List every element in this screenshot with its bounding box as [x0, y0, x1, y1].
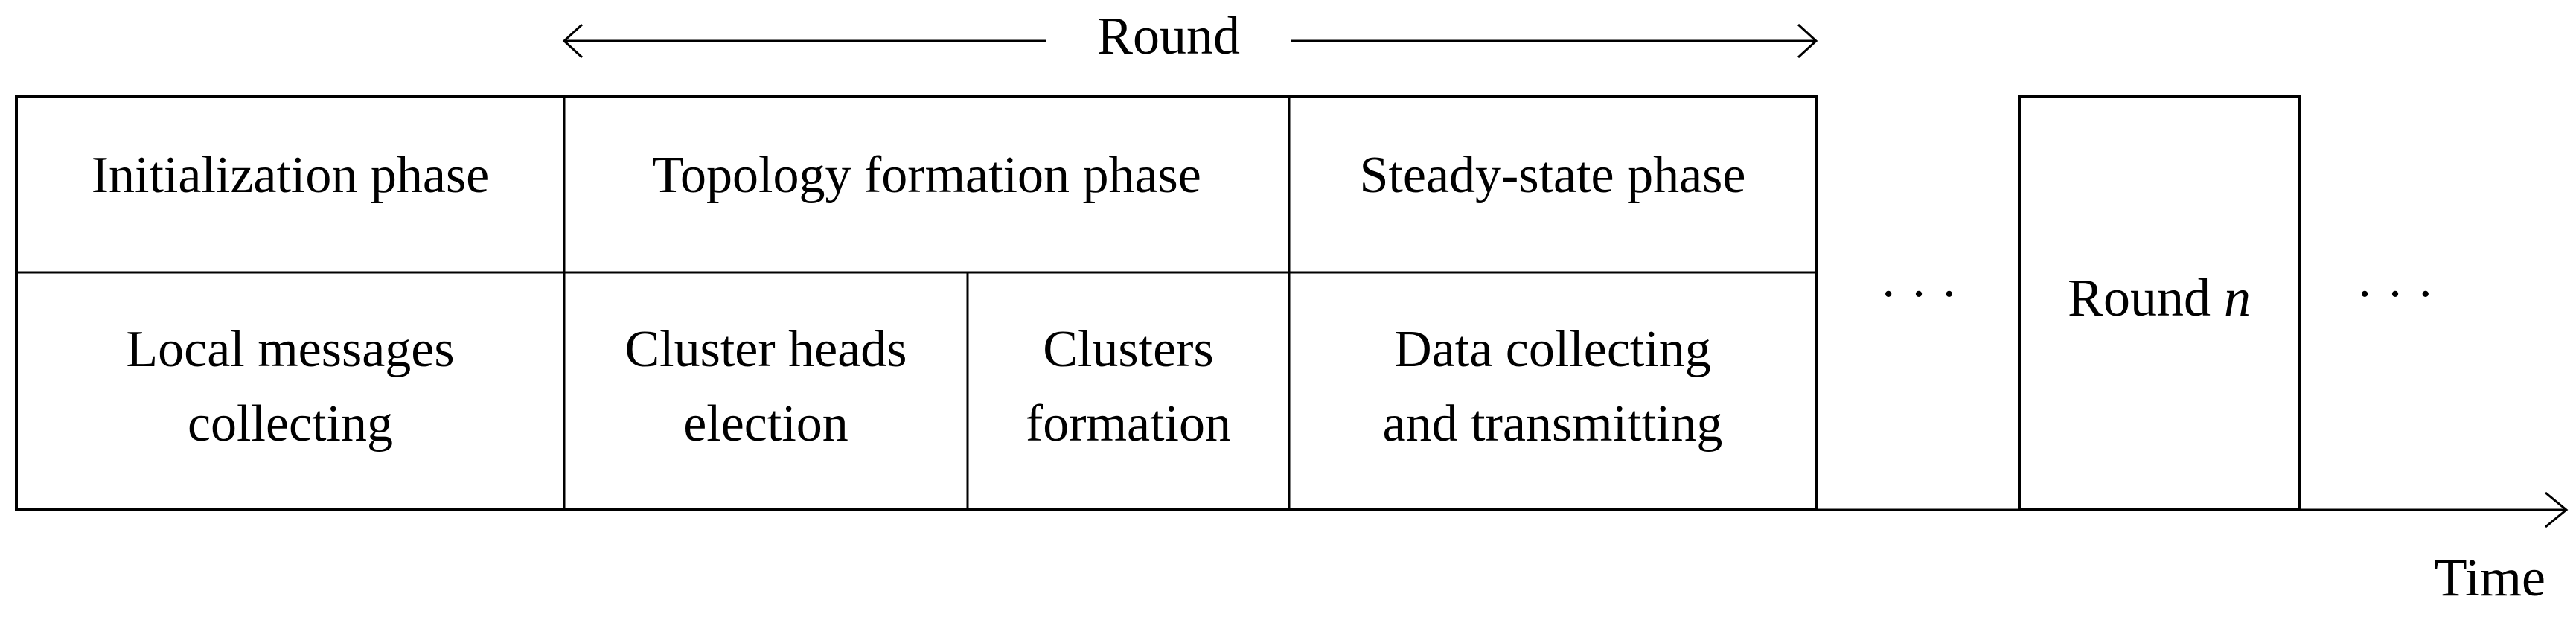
time-axis-label: Time	[2435, 548, 2545, 607]
clusters-formation-label-line1: Clusters	[1043, 321, 1213, 378]
cluster-heads-label-line2: election	[683, 395, 848, 453]
round-arrow-right-head	[1797, 23, 1818, 59]
time-axis: Time	[16, 491, 2569, 607]
ellipsis-end: · · ·	[2356, 266, 2435, 323]
topology-formation-phase-label: Topology formation phase	[652, 147, 1201, 204]
data-collecting-label-line1: Data collecting	[1394, 321, 1711, 378]
round-label: Round	[1097, 6, 1240, 65]
steady-state-phase-label: Steady-state phase	[1360, 147, 1746, 204]
round-n-variable: n	[2224, 268, 2251, 327]
round-arrow-left-head	[562, 23, 584, 59]
round-block: Initialization phase Topology formation …	[15, 95, 1818, 511]
local-messages-label-line2: collecting	[188, 395, 393, 453]
time-axis-arrowhead	[2545, 491, 2569, 528]
clusters-formation-label-line2: formation	[1026, 395, 1231, 453]
local-messages-label-line1: Local messages	[126, 321, 454, 378]
data-collecting-label-line2: and transmitting	[1383, 395, 1723, 453]
round-n-label: Round n	[2068, 268, 2251, 327]
round-n-block: Round n	[2018, 95, 2301, 511]
round-span-arrow: Round	[562, 6, 1818, 65]
round-n-prefix: Round	[2068, 268, 2224, 327]
initialization-phase-label: Initialization phase	[92, 147, 490, 204]
ellipsis-middle: · · ·	[1880, 266, 1958, 323]
cluster-heads-label-line1: Cluster heads	[624, 321, 907, 378]
